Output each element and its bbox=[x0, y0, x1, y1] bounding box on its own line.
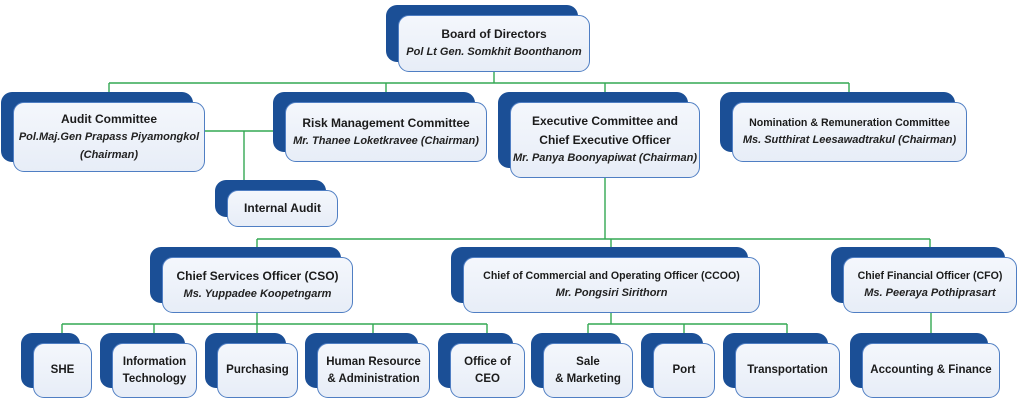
she-title: SHE bbox=[50, 364, 75, 377]
org-node-office-of-ceo: Office of CEO bbox=[438, 333, 525, 398]
org-node-executive-committee-ceo: Executive Committee and Chief Executive … bbox=[498, 92, 700, 178]
executive-title-line2: Chief Executive Officer bbox=[539, 133, 671, 148]
executive-name: Mr. Panya Boonyapiwat (Chairman) bbox=[513, 152, 697, 165]
it-title-line1: Information bbox=[122, 355, 187, 368]
nomination-name: Ms. Sutthirat Leesawadtrakul (Chairman) bbox=[742, 133, 957, 146]
executive-title-line1: Executive Committee and bbox=[531, 114, 679, 129]
ccoo-title: Chief of Commercial and Operating Office… bbox=[483, 269, 740, 282]
office-ceo-title-line1: Office of bbox=[464, 355, 511, 368]
org-node-cso: Chief Services Officer (CSO) Ms. Yuppade… bbox=[150, 247, 353, 313]
org-node-audit-committee: Audit Committee Pol.Maj.Gen Prapass Piya… bbox=[1, 92, 205, 172]
purchasing-title: Purchasing bbox=[226, 364, 289, 377]
internal-audit-title: Internal Audit bbox=[244, 201, 321, 215]
org-node-port: Port bbox=[641, 333, 715, 398]
org-node-she: SHE bbox=[21, 333, 92, 398]
org-node-information-technology: Information Technology bbox=[100, 333, 197, 398]
cfo-name: Ms. Peeraya Pothiprasart bbox=[864, 286, 996, 299]
audit-name: Pol.Maj.Gen Prapass Piyamongkol bbox=[18, 130, 200, 143]
org-node-hr-administration: Human Resource & Administration bbox=[305, 333, 430, 398]
port-title: Port bbox=[672, 364, 696, 377]
org-node-transportation: Transportation bbox=[723, 333, 840, 398]
hr-title-line1: Human Resource bbox=[326, 355, 421, 368]
cfo-title: Chief Financial Officer (CFO) bbox=[857, 269, 1003, 282]
org-node-ccoo: Chief of Commercial and Operating Office… bbox=[451, 247, 760, 313]
org-node-sale-marketing: Sale & Marketing bbox=[531, 333, 633, 398]
it-title-line2: Technology bbox=[122, 372, 187, 385]
org-node-accounting-finance: Accounting & Finance bbox=[850, 333, 1000, 398]
sale-title-line2: & Marketing bbox=[555, 372, 621, 385]
sale-title-line1: Sale bbox=[576, 355, 600, 368]
accounting-title: Accounting & Finance bbox=[870, 364, 992, 377]
org-node-internal-audit: Internal Audit bbox=[215, 180, 338, 227]
risk-title: Risk Management Committee bbox=[302, 115, 470, 130]
transportation-title: Transportation bbox=[747, 364, 828, 377]
cso-name: Ms. Yuppadee Koopetngarm bbox=[183, 287, 332, 300]
audit-title: Audit Committee bbox=[61, 111, 157, 126]
office-ceo-title-line2: CEO bbox=[475, 372, 500, 385]
board-title: Board of Directors bbox=[441, 27, 547, 42]
org-node-cfo: Chief Financial Officer (CFO) Ms. Peeray… bbox=[831, 247, 1017, 313]
cso-title: Chief Services Officer (CSO) bbox=[176, 268, 339, 283]
board-name: Pol Lt Gen. Somkhit Boonthanom bbox=[406, 46, 582, 59]
org-node-risk-management-committee: Risk Management Committee Mr. Thanee Lok… bbox=[273, 92, 487, 162]
org-node-board-of-directors: Board of Directors Pol Lt Gen. Somkhit B… bbox=[386, 5, 590, 72]
ccoo-name: Mr. Pongsiri Sirithorn bbox=[555, 286, 668, 299]
org-node-purchasing: Purchasing bbox=[205, 333, 298, 398]
hr-title-line2: & Administration bbox=[327, 372, 420, 385]
org-node-nomination-remuneration-committee: Nomination & Remuneration Committee Ms. … bbox=[720, 92, 967, 162]
nomination-title: Nomination & Remuneration Committee bbox=[749, 116, 950, 129]
audit-chairman: (Chairman) bbox=[79, 148, 139, 161]
risk-name: Mr. Thanee Loketkravee (Chairman) bbox=[293, 134, 479, 147]
